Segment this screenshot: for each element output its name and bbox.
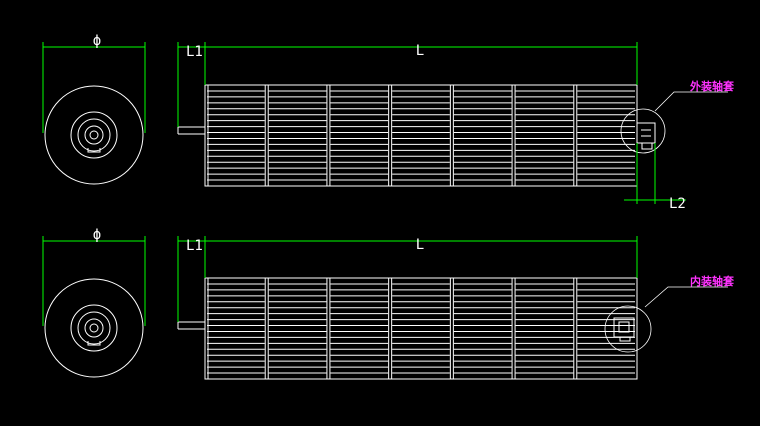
bottom-length-label: L: [416, 237, 424, 253]
bottom-rotor-blades: [207, 278, 635, 379]
end-view-key: [87, 341, 101, 346]
end-view-hub-ring: [77, 118, 111, 152]
bottom-diameter-dimension: ϕ: [42, 227, 146, 326]
top-note-text: 外装轴套: [689, 79, 735, 93]
end-view-bore: [89, 130, 99, 140]
bottom-note: 内装轴套: [644, 274, 735, 308]
top-l2-label: L2: [669, 196, 686, 212]
top-length-dimensions: L1 L L2: [177, 42, 686, 212]
top-diameter-dimension: ϕ: [42, 33, 146, 133]
bottom-diameter-label: ϕ: [93, 227, 101, 243]
end-view-outer-circle: [44, 278, 144, 378]
end-view-hub-ring: [77, 311, 111, 345]
top-end-view: [44, 85, 144, 185]
bottom-length-dimensions: L1 L: [177, 236, 638, 322]
end-view-bore-ring: [84, 318, 104, 338]
bottom-detail-circle: [604, 305, 652, 353]
top-rotor-blades: [207, 85, 635, 186]
top-l1-label: L1: [186, 44, 203, 60]
end-view-bore: [89, 323, 99, 333]
bottom-internal-sleeve: [613, 317, 635, 338]
bottom-shaft: [177, 321, 205, 330]
top-rotor-side-view: [177, 84, 666, 187]
end-view-hub-circle: [70, 304, 118, 352]
bottom-l1-label: L1: [186, 238, 203, 254]
bottom-note-text: 内装轴套: [690, 274, 735, 288]
bottom-rotor-side-view: [177, 277, 652, 380]
end-view-outer-circle: [44, 85, 144, 185]
top-diameter-label: ϕ: [93, 33, 101, 49]
top-rotor-body: [204, 84, 638, 187]
bottom-rotor-body: [204, 277, 638, 380]
top-length-label: L: [416, 43, 424, 59]
top-external-sleeve: [636, 122, 656, 144]
end-view-hub-circle: [70, 111, 118, 159]
bottom-end-view: [44, 278, 144, 378]
end-view-key: [87, 148, 101, 153]
end-view-bore-ring: [84, 125, 104, 145]
top-shaft: [177, 126, 205, 135]
top-detail-circle: [620, 108, 666, 154]
top-note: 外装轴套: [654, 79, 735, 112]
